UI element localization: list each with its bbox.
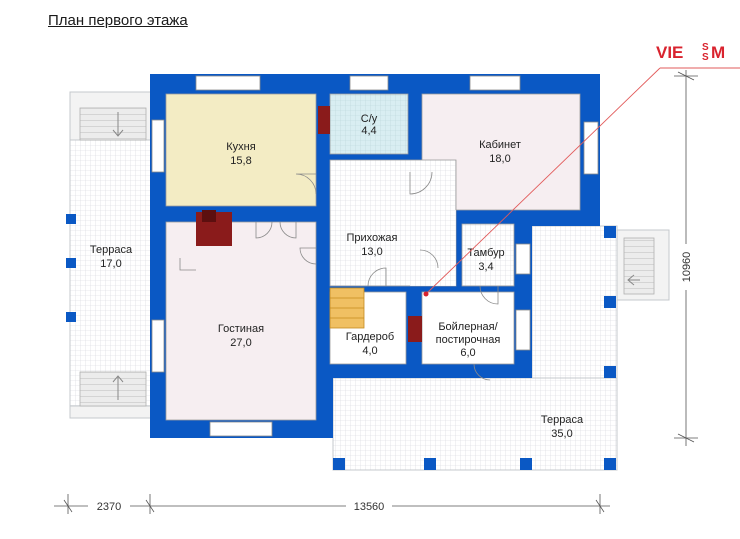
hall-name: Прихожая: [347, 232, 398, 244]
living-area: [165, 221, 317, 421]
logo-tail: M: [711, 43, 725, 62]
boiler-area: [421, 291, 515, 365]
terrace-left-area: 17,0: [100, 258, 121, 270]
terrace-right-name: Терраса: [541, 414, 584, 426]
boiler-name-line2: постирочная: [436, 334, 501, 346]
terrace-left-name: Терраса: [90, 244, 133, 256]
dim-height: 10960: [681, 252, 693, 283]
logo-pointer: [423, 67, 740, 297]
dim-left-width: 2370: [97, 501, 121, 513]
logo-s-bottom: S: [702, 52, 709, 63]
terrace-right-area: 35,0: [551, 428, 572, 440]
windows: [151, 75, 599, 437]
office-name: Кабинет: [479, 139, 521, 151]
bathroom-name: С/у: [361, 113, 378, 125]
wardrobe-name: Гардероб: [346, 331, 394, 343]
kitchen-name: Кухня: [226, 141, 255, 153]
viessmann-logo: VIE S S M: [656, 42, 725, 63]
dim-main-width: 13560: [354, 501, 385, 513]
vestibule-name: Тамбур: [467, 247, 504, 259]
hall-area-label: 13,0: [361, 246, 382, 258]
terrace-right: [332, 225, 670, 471]
logo-brand: VIE: [656, 43, 683, 62]
boiler-name-line1: Бойлерная/: [438, 321, 498, 333]
dimension-horizontal: [54, 494, 610, 514]
living-area-label: 27,0: [230, 337, 251, 349]
kitchen-area-label: 15,8: [230, 155, 251, 167]
boiler-area-label: 6,0: [460, 347, 475, 359]
logo-s-top: S: [702, 42, 709, 53]
doors: [179, 171, 499, 381]
kitchen-area: [165, 93, 317, 207]
bathroom-area: [329, 93, 409, 155]
plan-title: План первого этажа: [48, 12, 188, 29]
chimney-bath: [318, 106, 330, 134]
vestibule-area-label: 3,4: [478, 261, 493, 273]
living-name: Гостиная: [218, 323, 264, 335]
wardrobe-area-label: 4,0: [362, 345, 377, 357]
boiler-unit: [408, 316, 422, 342]
office-area-label: 18,0: [489, 153, 510, 165]
hall-extension: [410, 210, 456, 286]
bathroom-area-label: 4,4: [361, 125, 376, 137]
